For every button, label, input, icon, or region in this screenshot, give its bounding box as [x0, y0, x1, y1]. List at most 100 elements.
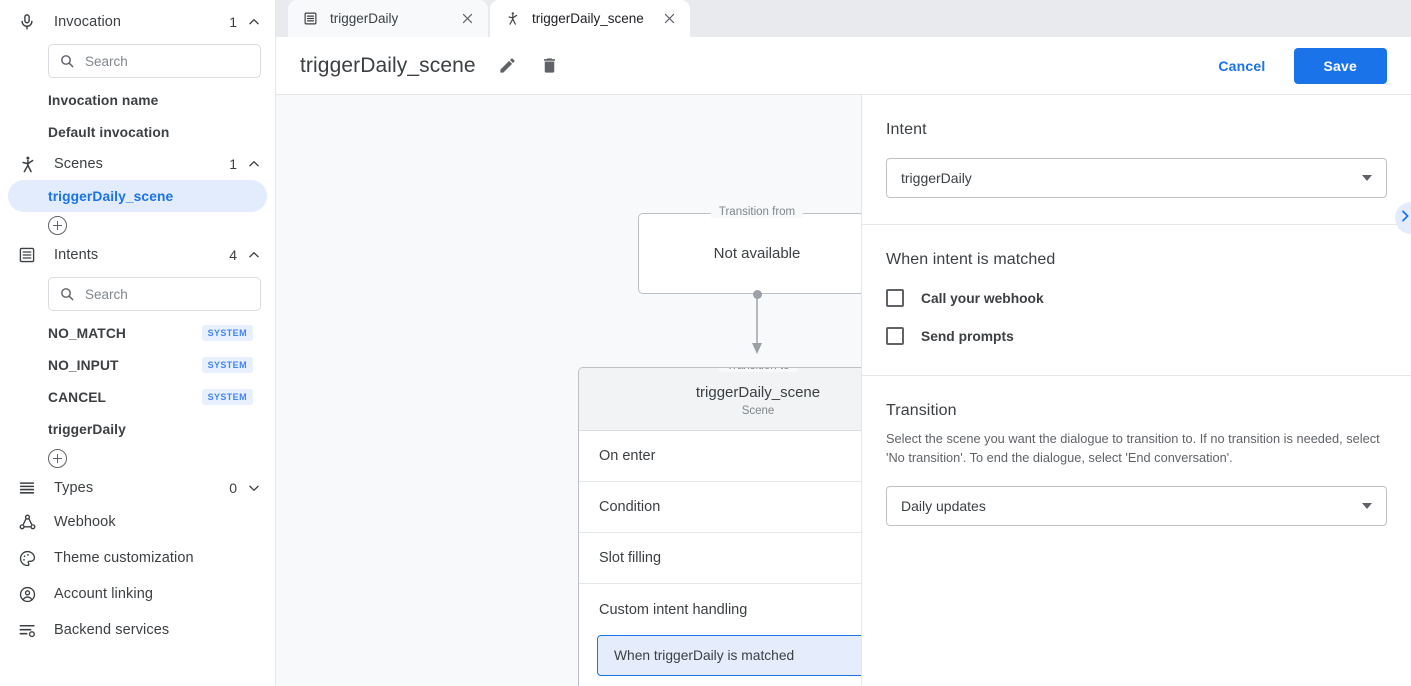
chevron-up-icon	[247, 15, 261, 29]
scene-row-on-enter[interactable]: On enter +	[579, 431, 861, 482]
sidebar-group-scenes-label: Scenes	[54, 156, 103, 172]
sidebar-item-label: NO_MATCH	[48, 325, 126, 341]
transition-select[interactable]: Daily updates	[886, 486, 1387, 527]
sidebar-item-no-match[interactable]: NO_MATCH SYSTEM	[8, 317, 267, 349]
transition-from-legend: Transition from	[710, 206, 804, 218]
sidebar-group-scenes-count: 1	[229, 156, 237, 172]
cancel-button[interactable]: Cancel	[1204, 49, 1279, 83]
save-button[interactable]: Save	[1293, 47, 1387, 84]
scene-name: triggerDaily_scene	[695, 384, 821, 401]
sidebar-item-invocation-name[interactable]: Invocation name	[8, 84, 267, 116]
sidebar-group-invocation[interactable]: Invocation 1	[0, 6, 275, 38]
checkbox-box[interactable]	[886, 327, 904, 345]
custom-intent-handling-block: Custom intent handling + When triggerDai…	[579, 584, 861, 686]
panel-expand-button[interactable]	[1395, 202, 1411, 234]
scene-person-icon	[16, 153, 38, 175]
transition-to-legend: Transition to	[718, 368, 798, 372]
sidebar-group-intents[interactable]: Intents 4	[0, 239, 275, 271]
tab-triggerdaily[interactable]: triggerDaily	[288, 0, 488, 37]
sidebar-item-webhook[interactable]: Webhook	[0, 504, 275, 540]
sidebar-item-label: Webhook	[54, 514, 116, 530]
sidebar-group-intents-label: Intents	[54, 247, 99, 263]
chevron-down-icon	[247, 481, 261, 495]
search-icon	[59, 53, 75, 69]
scene-canvas[interactable]: Transition from Not available Transition…	[276, 95, 862, 686]
checkbox-send-prompts[interactable]: Send prompts	[886, 327, 1387, 345]
intent-select-value: triggerDaily	[901, 170, 972, 186]
body-split: Transition from Not available Transition…	[276, 95, 1411, 686]
scene-row-condition[interactable]: Condition +	[579, 482, 861, 533]
close-icon[interactable]	[460, 11, 475, 26]
invocation-search-box[interactable]	[48, 44, 262, 78]
status-badge: SYSTEM	[201, 389, 253, 405]
invocation-search-input[interactable]	[85, 53, 262, 69]
sidebar-group-types-count: 0	[229, 480, 237, 496]
pencil-icon[interactable]	[498, 56, 518, 76]
add-scene-icon[interactable]	[48, 216, 67, 235]
chevron-up-icon	[247, 248, 261, 262]
scene-card: Transition to triggerDaily_scene Scene O…	[578, 367, 861, 686]
panel-section-transition: Transition Select the scene you want the…	[862, 376, 1411, 552]
scene-icon	[505, 11, 521, 27]
transition-from-value: Not available	[713, 245, 801, 262]
invocation-search-wrap	[0, 38, 275, 84]
intents-search-box[interactable]	[48, 277, 262, 311]
sidebar-group-types-label: Types	[54, 480, 94, 496]
types-lines-icon	[16, 477, 38, 499]
sidebar-item-label: Backend services	[54, 622, 170, 638]
panel-transition-help: Select the scene you want the dialogue t…	[886, 431, 1380, 466]
panel-transition-title: Transition	[886, 402, 957, 419]
sidebar-item-triggerdaily-scene[interactable]: triggerDaily_scene	[8, 180, 267, 212]
sidebar-item-label: triggerDaily	[48, 421, 126, 437]
transition-from-node[interactable]: Transition from Not available	[638, 206, 861, 294]
sidebar-group-invocation-label: Invocation	[54, 14, 122, 30]
transition-select-value: Daily updates	[901, 498, 986, 515]
sidebar-item-theme-customization[interactable]: Theme customization	[0, 540, 275, 576]
close-icon[interactable]	[662, 11, 677, 26]
chevron-right-icon	[1397, 208, 1411, 229]
add-scene-row	[0, 212, 275, 239]
sidebar-group-invocation-count: 1	[229, 14, 237, 30]
scene-row-label: Custom intent handling	[599, 601, 748, 618]
sidebar-group-scenes[interactable]: Scenes 1	[0, 148, 275, 180]
sidebar-group-types[interactable]: Types 0	[0, 472, 275, 504]
intents-search-input[interactable]	[85, 286, 262, 302]
content-area: triggerDaily triggerDaily_scene	[276, 0, 1411, 686]
intent-icon	[303, 11, 319, 27]
chevron-down-icon	[1362, 175, 1372, 181]
sidebar-item-label: Theme customization	[54, 550, 194, 566]
add-intent-icon[interactable]	[48, 449, 67, 468]
intents-list-icon	[16, 244, 38, 266]
checkbox-call-your-webhook[interactable]: Call your webhook	[886, 289, 1387, 307]
connector-dot-top	[753, 290, 762, 299]
tab-strip: triggerDaily triggerDaily_scene	[276, 0, 1411, 37]
sidebar-item-label: triggerDaily_scene	[48, 188, 174, 204]
sidebar-item-default-invocation[interactable]: Default invocation	[8, 116, 267, 148]
panel-section-intent: Intent triggerDaily	[862, 95, 1411, 225]
sidebar-item-label: Account linking	[54, 586, 154, 602]
trash-icon[interactable]	[540, 56, 560, 76]
scene-row-slot-filling[interactable]: Slot filling +	[579, 533, 861, 584]
panel-intent-title: Intent	[886, 121, 927, 138]
sidebar-item-label: NO_INPUT	[48, 357, 119, 373]
backend-services-icon	[16, 619, 38, 641]
scene-card-header: triggerDaily_scene Scene	[579, 368, 861, 431]
intent-handler-chip[interactable]: When triggerDaily is matched	[597, 635, 861, 676]
sidebar-item-account-linking[interactable]: Account linking	[0, 576, 275, 612]
checkbox-box[interactable]	[886, 289, 904, 307]
sidebar-item-label: Invocation name	[48, 92, 159, 108]
status-badge: SYSTEM	[201, 357, 253, 373]
sidebar-item-cancel[interactable]: CANCEL SYSTEM	[8, 381, 267, 413]
sidebar-item-triggerdaily[interactable]: triggerDaily	[8, 413, 267, 445]
tab-triggerdaily-scene[interactable]: triggerDaily_scene	[490, 0, 690, 37]
scene-row-custom-intent-handling[interactable]: Custom intent handling +	[579, 584, 861, 635]
sidebar-item-label: CANCEL	[48, 389, 107, 405]
search-icon	[59, 286, 75, 302]
chevron-up-icon	[247, 157, 261, 171]
intent-select[interactable]: triggerDaily	[886, 158, 1387, 198]
scene-type: Scene	[741, 405, 775, 417]
left-sidebar: Invocation 1 Invocation name Default inv…	[0, 0, 276, 686]
sidebar-item-no-input[interactable]: NO_INPUT SYSTEM	[8, 349, 267, 381]
sidebar-item-backend-services[interactable]: Backend services	[0, 612, 275, 648]
